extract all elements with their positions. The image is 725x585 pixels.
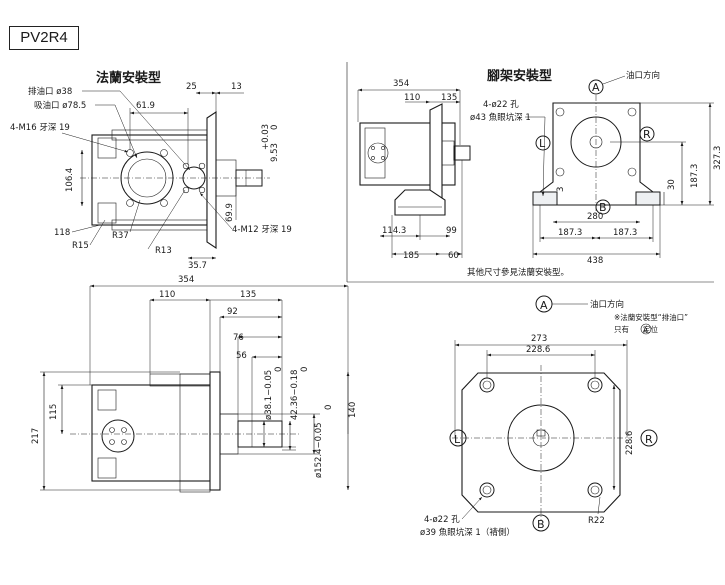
front-marker-b: B bbox=[537, 518, 545, 531]
dim-118: 118 bbox=[54, 228, 70, 238]
foot-dim-185: 185 bbox=[403, 251, 419, 261]
foot-dim-114-3: 114.3 bbox=[382, 226, 406, 236]
bottom-dim-115: 115 bbox=[49, 404, 59, 420]
bottom-dim-354: 354 bbox=[178, 275, 194, 285]
foot-dim-354: 354 bbox=[393, 79, 409, 89]
bottom-dim-shaft-tol: 0 bbox=[274, 367, 284, 372]
dim-25: 25 bbox=[186, 82, 197, 92]
suction-bolt-hole bbox=[126, 199, 134, 207]
foot-marker-r: R bbox=[643, 128, 651, 141]
foot-mount-view: 腳架安裝型 A 油口方向 354 110 bbox=[346, 62, 723, 283]
drain-bolt-hole bbox=[198, 162, 206, 170]
boss-top bbox=[97, 137, 117, 159]
foot-pad-right bbox=[635, 191, 661, 206]
shaft-tol-upper: +0.03 bbox=[261, 124, 271, 150]
bottom-dim-110: 110 bbox=[159, 290, 175, 300]
thread-b-callout: 4-M12 牙深 19 bbox=[232, 225, 292, 235]
mount-flange bbox=[206, 110, 217, 250]
front-dim-228-6a: 228.6 bbox=[526, 345, 550, 355]
bottom-dim-42-tol: 0 bbox=[300, 367, 310, 372]
front-marker-r: R bbox=[645, 433, 653, 446]
bottom-dim-shaft: ø38.1−0.05 bbox=[264, 370, 274, 420]
foot-bracket-side bbox=[394, 189, 446, 216]
foot-dim-3: 3 bbox=[556, 187, 566, 192]
front-dim-273: 273 bbox=[531, 334, 547, 344]
dim-13: 13 bbox=[231, 82, 242, 92]
suction-bolt-hole bbox=[160, 149, 168, 157]
foot-dim-280: 280 bbox=[587, 212, 603, 222]
foot-dim-187-3c: 187.3 bbox=[690, 164, 700, 188]
shaft-tol-lower: 0 bbox=[270, 125, 280, 130]
bottom-dim-76: 76 bbox=[233, 333, 244, 343]
dim-r13: R13 bbox=[155, 246, 172, 256]
bottom-dim-140: 140 bbox=[348, 402, 358, 418]
dim-69-9: 69.9 bbox=[225, 203, 235, 222]
front-bolt-hole bbox=[587, 482, 603, 498]
flange-mount-heading: 法蘭安裝型 bbox=[96, 70, 161, 86]
foot-dim-60: 60 bbox=[448, 251, 459, 261]
front-note-line1: ※法蘭安裝型“排油口” bbox=[614, 312, 688, 322]
foot-dim-30: 30 bbox=[667, 179, 677, 190]
suction-bolt-hole bbox=[160, 199, 168, 207]
front-dim-228-6b: 228.6 bbox=[625, 431, 635, 455]
bottom-dim-92: 92 bbox=[227, 307, 238, 317]
marker-a: A bbox=[592, 81, 600, 94]
drain-bolt-hole bbox=[198, 186, 206, 194]
bottom-dim-56: 56 bbox=[236, 351, 247, 361]
pump-body bbox=[91, 134, 208, 226]
front-note-line2: 只有定位 bbox=[614, 324, 658, 334]
front-dim-r22: R22 bbox=[588, 516, 605, 526]
dim-35-7: 35.7 bbox=[188, 261, 207, 271]
front-marker-l: L bbox=[454, 433, 461, 446]
front-marker-a: A bbox=[540, 299, 548, 312]
bottom-dim-135: 135 bbox=[240, 290, 256, 300]
foot-hole-note: 4-ø22 孔 bbox=[483, 100, 519, 110]
bottom-dim-42-36: 42.36−0.18 bbox=[290, 370, 300, 420]
front-note-marker-a: A bbox=[643, 326, 648, 334]
foot-footnote: 其他尺寸參見法蘭安裝型。 bbox=[467, 267, 569, 278]
drain-bolt-hole bbox=[182, 186, 190, 194]
foot-marker-b: B bbox=[599, 201, 607, 214]
foot-dim-187-3b: 187.3 bbox=[613, 228, 637, 238]
marker-a-circle bbox=[588, 79, 604, 95]
flange-mount-top-view: 法蘭安裝型 bbox=[10, 70, 292, 271]
foot-dim-187-3a: 187.3 bbox=[558, 228, 582, 238]
bottom-dim-pilot: ø152.4−0.05 bbox=[314, 422, 324, 478]
foot-dim-99: 99 bbox=[446, 226, 457, 236]
flange-mount-bottom-view: 354 110 135 92 76 56 115 217 bbox=[31, 275, 358, 493]
foot-marker-l: L bbox=[539, 137, 546, 150]
end-cover-port bbox=[101, 419, 135, 453]
model-label: PV2R4 bbox=[9, 26, 79, 50]
foot-shaft bbox=[453, 145, 471, 161]
foot-dim-327-3: 327.3 bbox=[713, 146, 723, 170]
dim-r37: R37 bbox=[112, 231, 129, 241]
foot-spot-face: ø43 魚眼坑深 1 bbox=[470, 112, 531, 123]
foot-dim-110: 110 bbox=[404, 93, 420, 103]
dim-61-9: 61.9 bbox=[136, 101, 155, 111]
dim-r15: R15 bbox=[72, 241, 89, 251]
front-oil-direction: 油口方向 bbox=[590, 299, 624, 310]
flange-front-view: A 油口方向 ※法蘭安裝型“排油口” 只有定位 A 273 bbox=[420, 295, 688, 538]
foot-dim-438: 438 bbox=[587, 256, 603, 266]
pump-body-large bbox=[91, 384, 211, 482]
drain-callout: 排油口 ø38 bbox=[28, 86, 72, 97]
foot-pad-left bbox=[532, 191, 558, 206]
front-hole-note: 4-ø22 孔 bbox=[424, 515, 460, 525]
suction-callout: 吸油口 ø78.5 bbox=[34, 100, 86, 111]
dim-106-4: 106.4 bbox=[65, 168, 75, 192]
foot-oil-direction: 油口方向 bbox=[626, 70, 660, 81]
boss-bottom bbox=[97, 202, 117, 224]
bottom-dim-pilot-tol: 0 bbox=[324, 405, 334, 410]
bottom-dim-217: 217 bbox=[31, 428, 41, 444]
foot-mount-heading: 腳架安裝型 bbox=[487, 68, 552, 84]
flange-plate-large bbox=[209, 371, 221, 491]
front-bolt-hole bbox=[479, 482, 495, 498]
thread-a-callout: 4-M16 牙深 19 bbox=[10, 123, 70, 133]
foot-dim-135: 135 bbox=[441, 93, 457, 103]
shaft-dim: 9.53 bbox=[270, 143, 280, 162]
drain-bolt-hole bbox=[182, 162, 190, 170]
front-spot-face: ø39 魚眼坑深 1（褙側） bbox=[420, 527, 515, 538]
